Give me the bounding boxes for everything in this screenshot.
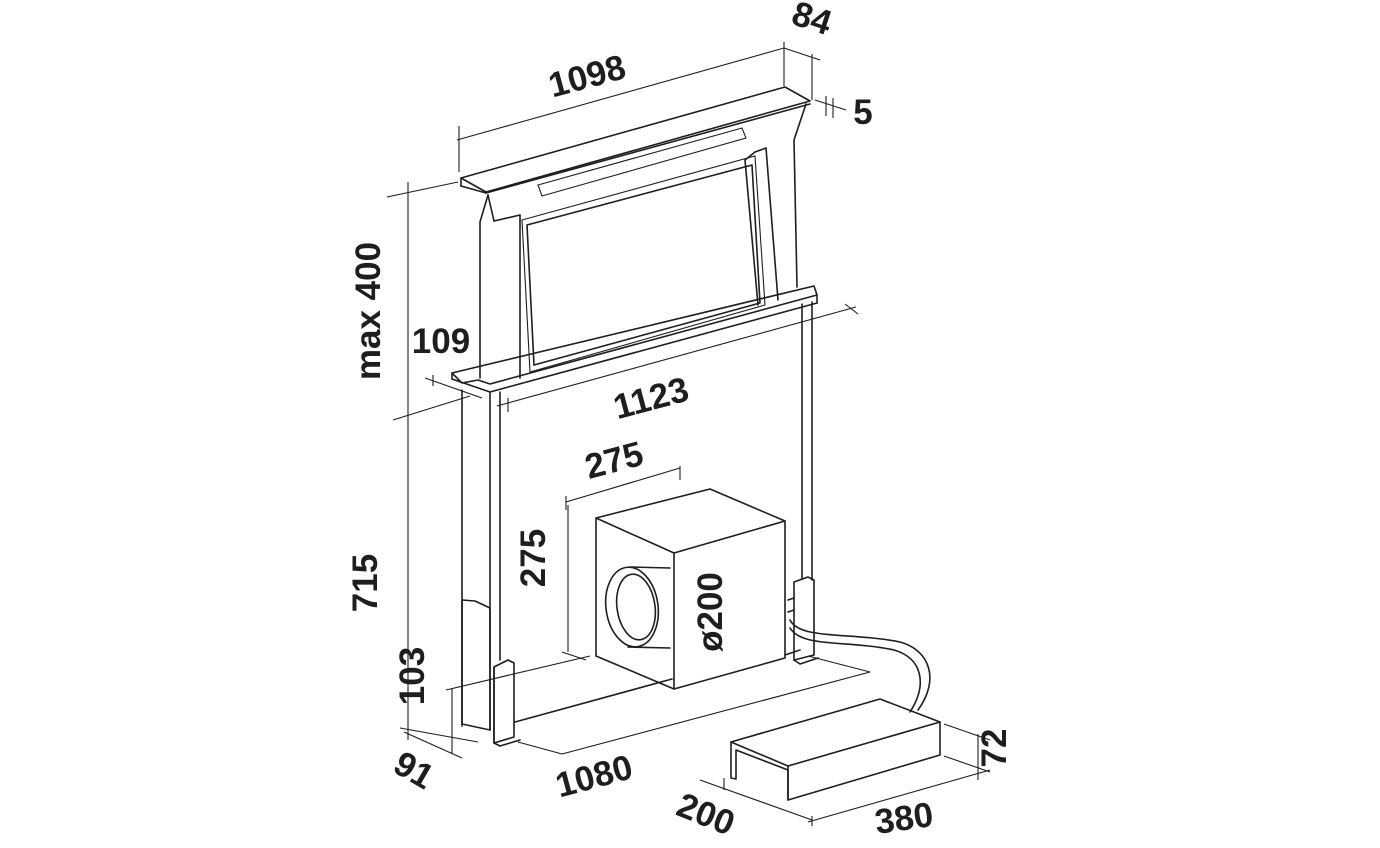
left-feet xyxy=(461,599,521,747)
dim-base-depth: 91 xyxy=(387,744,440,797)
dim-frame-depth: 109 xyxy=(412,322,470,361)
dim-motor-width: 275 xyxy=(581,434,648,487)
power-cable xyxy=(789,619,931,713)
right-feet xyxy=(787,576,819,665)
dim-box-width: 380 xyxy=(872,795,935,842)
motor-unit xyxy=(595,488,786,690)
dim-motor-height: 275 xyxy=(514,529,553,587)
dim-top-thickness: 5 xyxy=(853,93,872,132)
dim-box-depth: 200 xyxy=(671,785,740,843)
dim-overall-width: 1098 xyxy=(544,48,629,106)
dimension-lines xyxy=(386,42,991,826)
dim-cut-width: 1123 xyxy=(609,370,692,427)
control-box xyxy=(730,698,941,801)
dim-top-depth: 84 xyxy=(787,0,837,43)
dim-total-height: 715 xyxy=(346,554,385,612)
dim-base-width: 1080 xyxy=(551,748,636,806)
countertop-frame xyxy=(451,285,818,393)
dim-box-height: 72 xyxy=(975,729,1014,768)
dim-base-height: 103 xyxy=(393,647,432,705)
dim-outlet-diameter: ø200 xyxy=(691,572,730,652)
dim-max-lift: max 400 xyxy=(349,242,388,380)
hood-top-panel xyxy=(460,86,811,379)
